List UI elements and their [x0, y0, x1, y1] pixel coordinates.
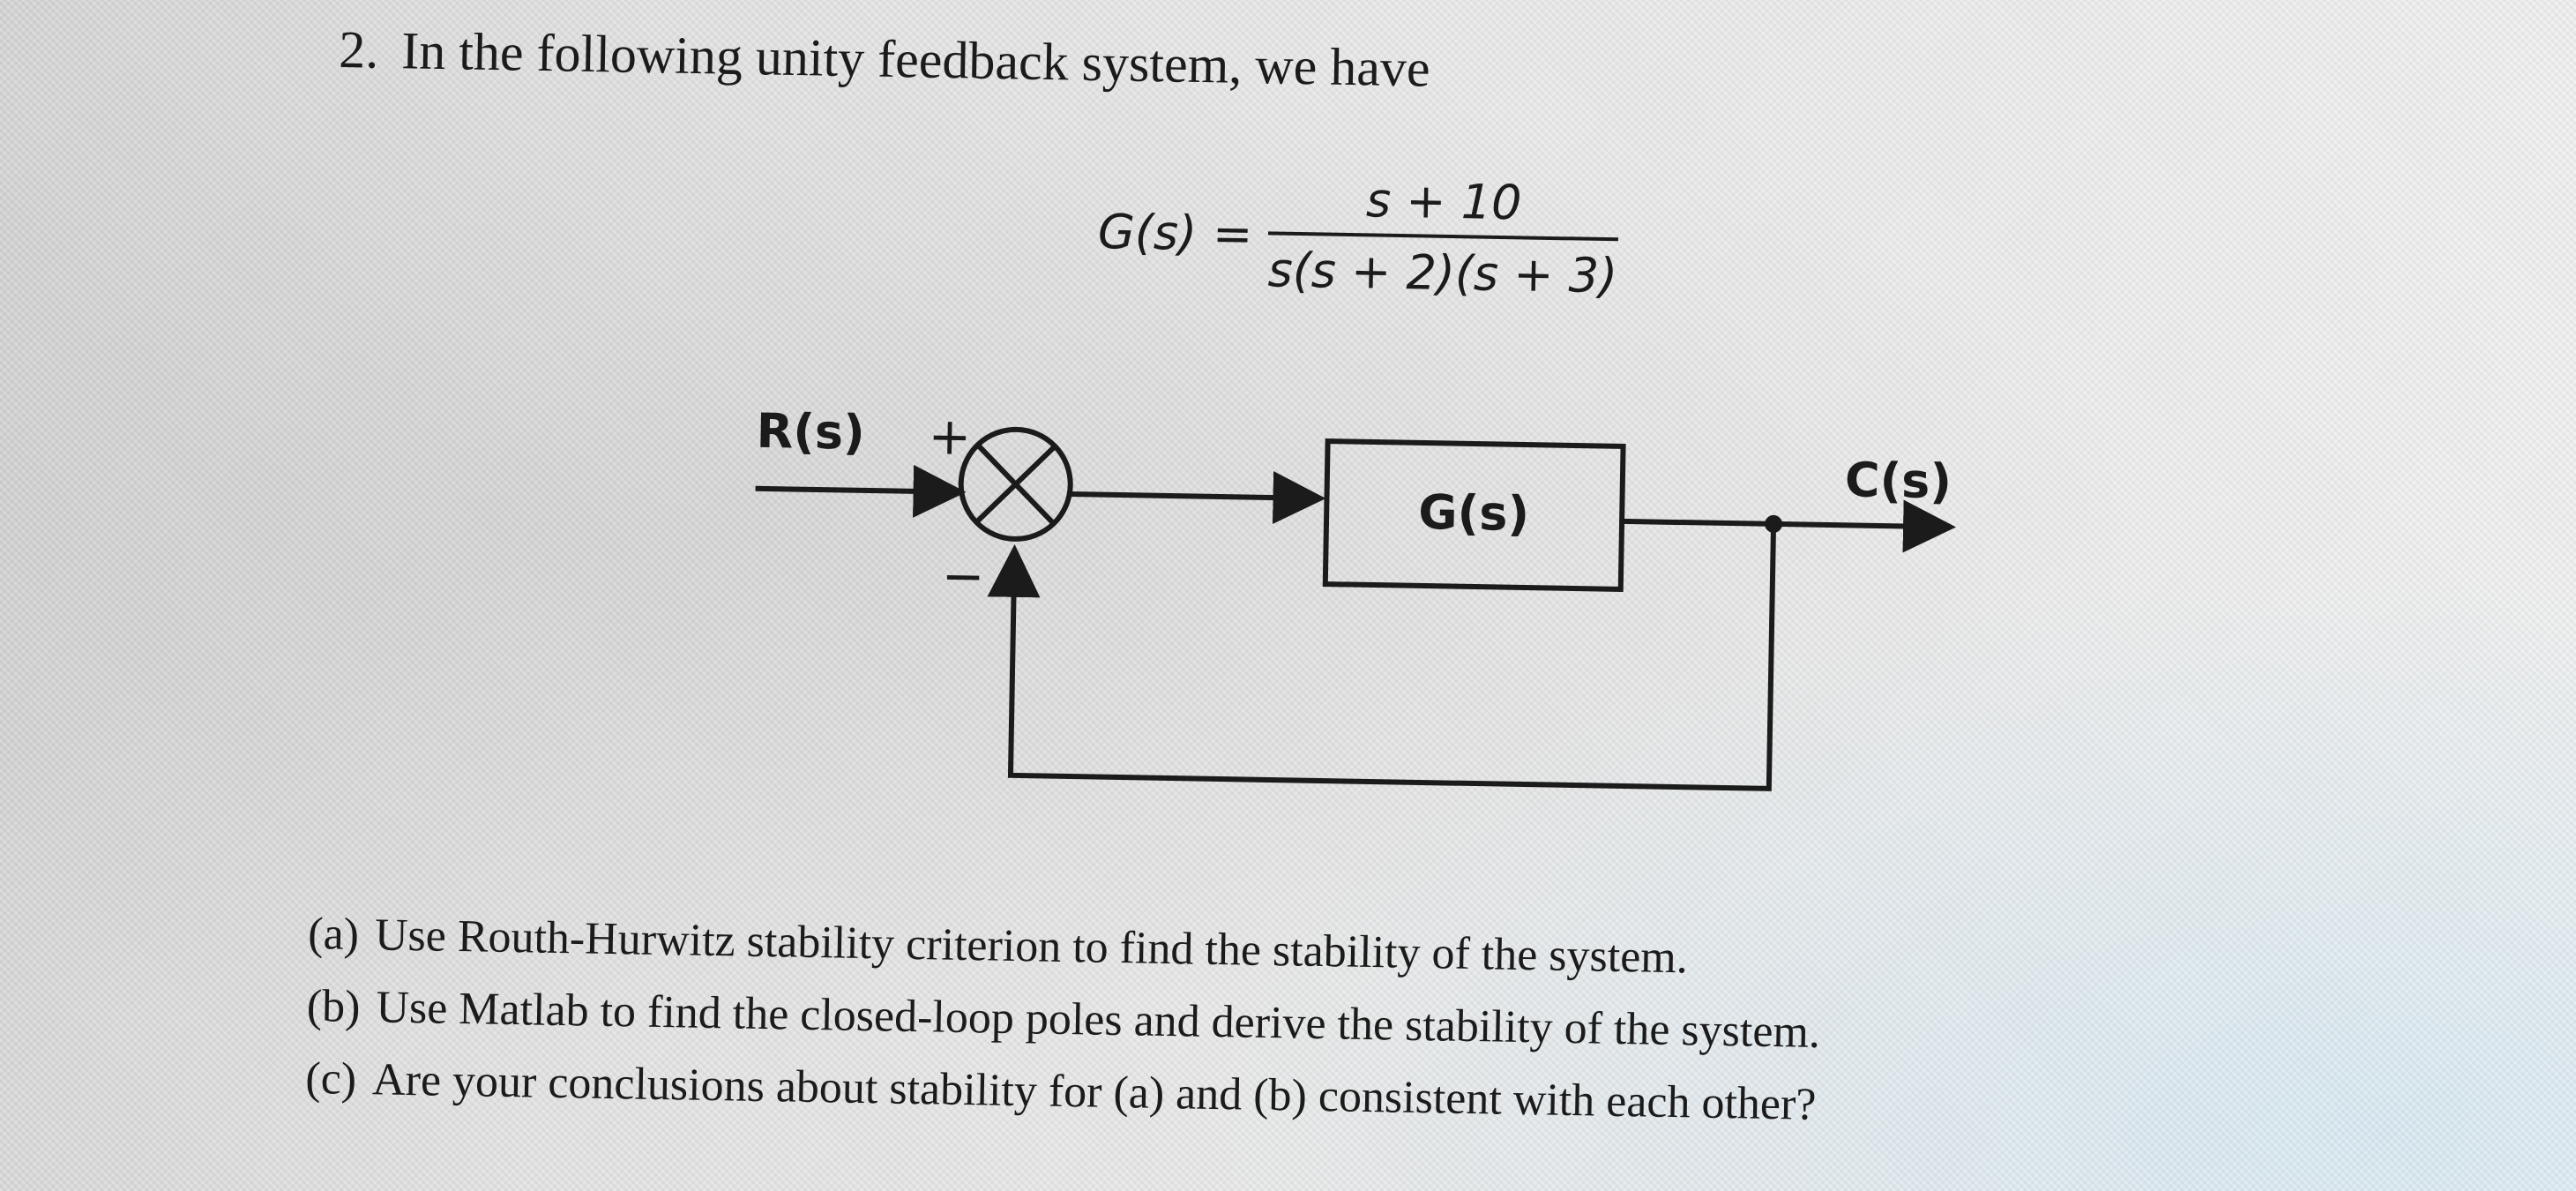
forward-path-line — [1070, 471, 1326, 524]
output-line — [1622, 499, 1957, 553]
question-list: (a)Use Routh-Hurwitz stability criterion… — [305, 898, 1822, 1142]
plus-sign: + — [928, 406, 972, 467]
output-label: C(s) — [1844, 452, 1952, 509]
input-label: R(s) — [756, 403, 865, 461]
minus-sign: − — [941, 545, 985, 606]
plant-block-label: G(s) — [1418, 484, 1530, 542]
plant-block — [1322, 438, 1626, 592]
summing-junction — [958, 426, 1073, 542]
input-signal-line — [755, 464, 967, 518]
feedback-path-line — [987, 523, 1777, 791]
